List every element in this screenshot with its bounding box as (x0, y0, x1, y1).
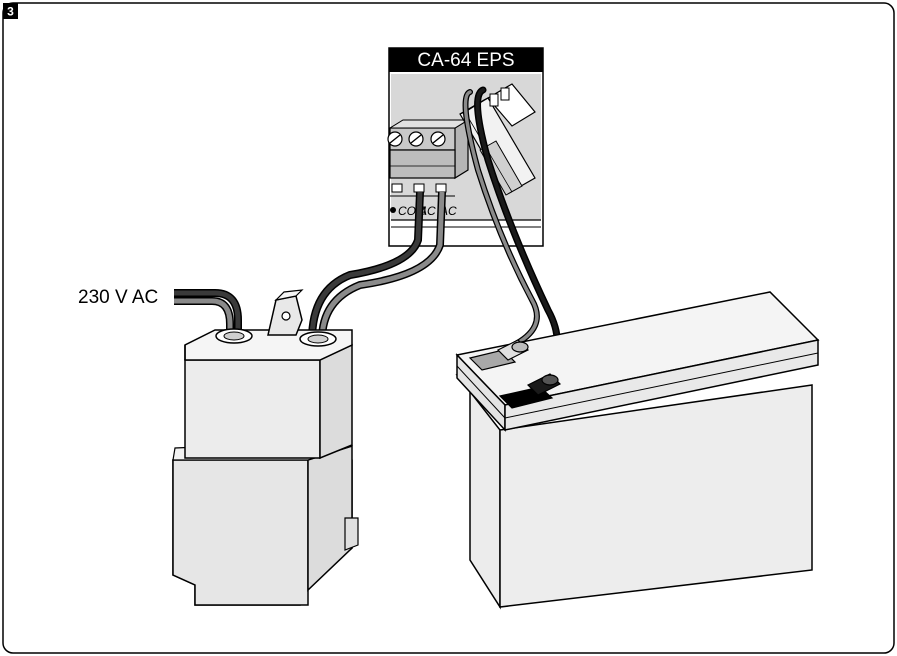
ca64-eps-module: CA-64 EPS (388, 48, 543, 246)
ac-wires (312, 192, 442, 340)
mains-input-label: 230 V AC (78, 287, 158, 308)
terminal-screw (431, 132, 445, 146)
terminal-screw (409, 132, 423, 146)
battery (457, 292, 818, 607)
fuse-holder (268, 290, 302, 335)
figure-number-badge: 3 (3, 3, 18, 19)
transformer (173, 290, 358, 605)
com-terminal-dot (390, 207, 396, 213)
module-title: CA-64 EPS (417, 50, 514, 71)
figure-number: 3 (7, 5, 14, 19)
terminal-screw (388, 132, 402, 146)
